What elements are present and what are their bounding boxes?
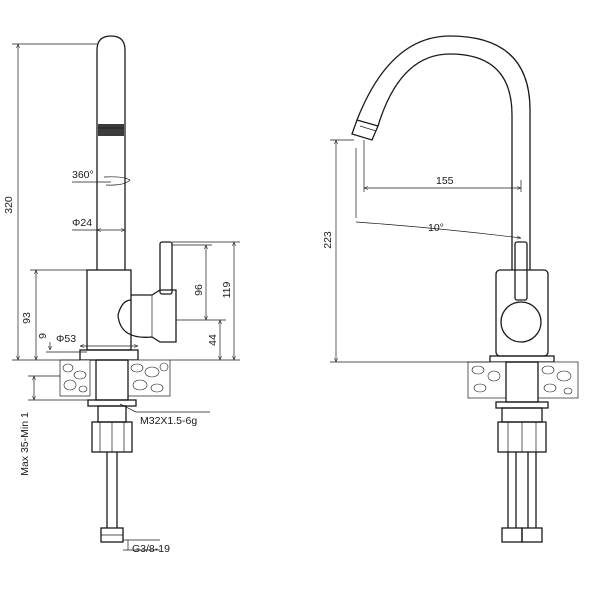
handle-cap bbox=[500, 301, 542, 343]
side-view: 320 360° Φ24 93 119 96 44 9 Φ53 bbox=[3, 35, 240, 555]
dim-223: 223 bbox=[322, 231, 334, 249]
stone-texture-front bbox=[471, 365, 573, 395]
dim-119: 119 bbox=[221, 281, 233, 298]
stone-texture bbox=[62, 362, 169, 393]
front-lever bbox=[514, 241, 528, 301]
angle-arc bbox=[355, 221, 521, 238]
dim-155: 155 bbox=[436, 175, 454, 187]
base-flange bbox=[79, 349, 139, 361]
dim-counter-thickness: Max 35-Min 1 bbox=[19, 412, 31, 476]
label-thread: M32X1.5-6g bbox=[140, 415, 197, 427]
handle-lever bbox=[159, 241, 173, 295]
dim-spout-diameter: Φ24 bbox=[72, 217, 92, 229]
rotation-arrow-icon bbox=[103, 176, 131, 186]
faucet-body bbox=[86, 269, 132, 351]
dim-9: 9 bbox=[37, 333, 49, 339]
gooseneck-inner bbox=[377, 53, 513, 270]
dim-96: 96 bbox=[193, 284, 205, 296]
handle-hub bbox=[117, 289, 177, 343]
label-hose-connection: G3/8-19 bbox=[132, 543, 170, 555]
aerator bbox=[98, 124, 124, 136]
dim-93: 93 bbox=[21, 312, 33, 324]
front-view: 155 10° 223 bbox=[322, 35, 579, 543]
threaded-shank bbox=[95, 359, 129, 401]
dim-320: 320 bbox=[3, 196, 15, 214]
countertop-left bbox=[59, 359, 91, 397]
dim-10-degree: 10° bbox=[428, 222, 444, 234]
dim-44: 44 bbox=[207, 334, 219, 346]
spout-tip bbox=[351, 119, 379, 141]
dim-base-diameter: Φ53 bbox=[56, 333, 76, 345]
gooseneck-outer bbox=[356, 35, 531, 270]
dim-360: 360° bbox=[72, 169, 94, 181]
countertop-right bbox=[127, 359, 171, 397]
spout-tube bbox=[96, 35, 126, 270]
